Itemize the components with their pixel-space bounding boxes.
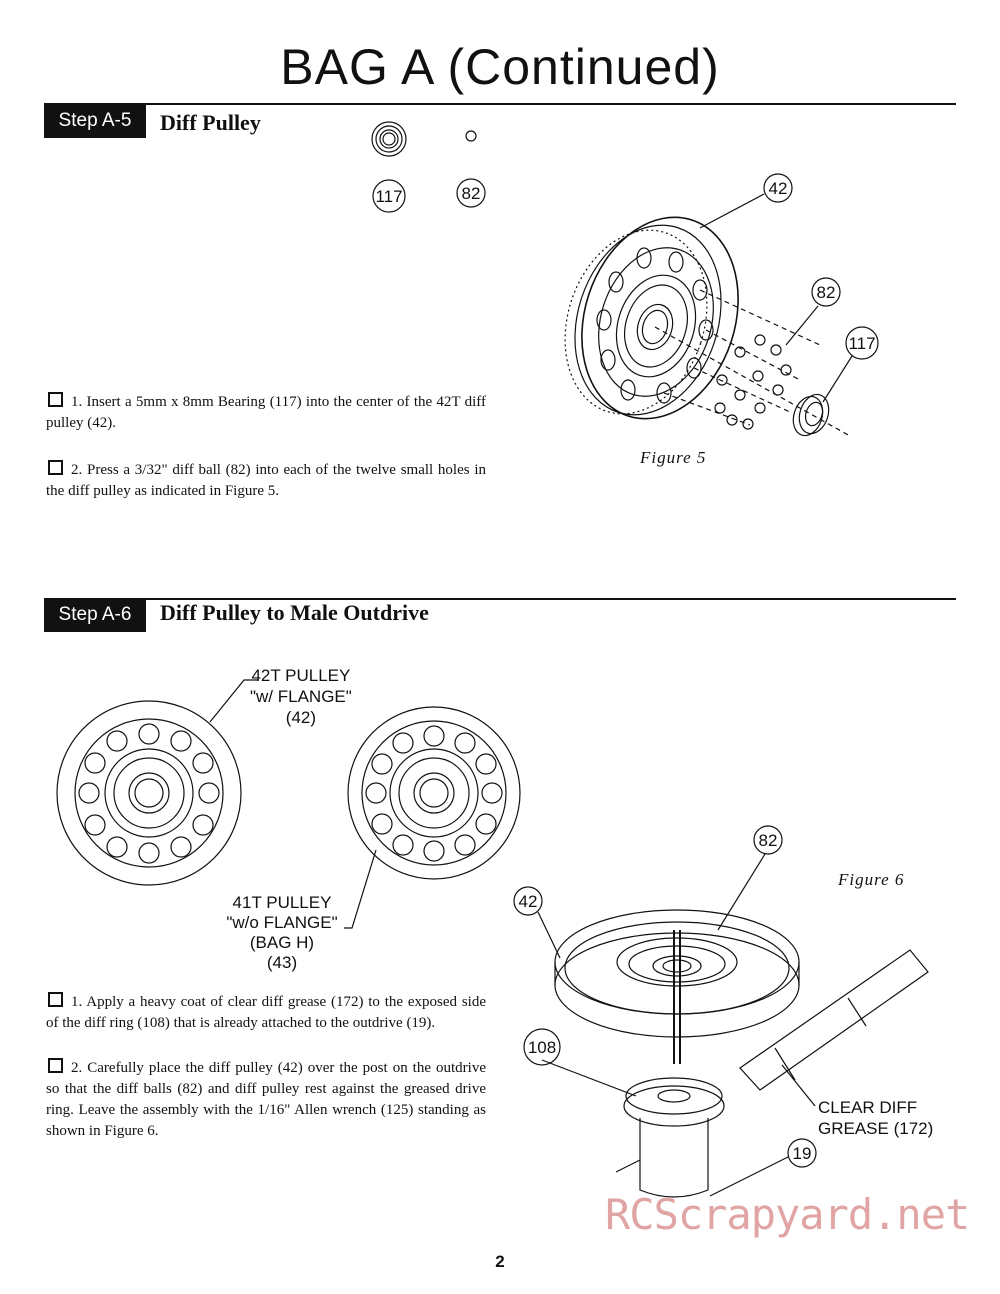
- part-bubble-117: 117: [372, 179, 406, 213]
- diff-ball-82-part-icon: [465, 130, 477, 142]
- svg-text:108: 108: [528, 1038, 556, 1057]
- figure-6-caption: Figure 6: [838, 870, 905, 889]
- checkbox-icon[interactable]: [48, 992, 63, 1007]
- svg-text:42: 42: [769, 179, 788, 198]
- figure-5-callout-42: 42: [763, 173, 793, 203]
- checkbox-icon[interactable]: [48, 460, 63, 475]
- bearing-117-exploded: [792, 393, 830, 437]
- svg-text:19: 19: [793, 1144, 812, 1163]
- page-title: BAG A (Continued): [280, 39, 720, 95]
- svg-text:82: 82: [462, 184, 481, 203]
- figure-6-callout-82: 82: [753, 825, 783, 855]
- step-a5-title: Diff Pulley: [160, 110, 261, 135]
- bearing-117-part-icon: [371, 121, 407, 157]
- step-a5-instruction-1: 1. Insert a 5mm x 8mm Bearing (117) into…: [46, 392, 486, 431]
- svg-text:42: 42: [519, 892, 538, 911]
- pulley-41-front-view: [347, 706, 521, 880]
- grease-label: CLEAR DIFF GREASE (172): [818, 1098, 934, 1138]
- figure-5-callout-82: 82: [811, 277, 841, 307]
- checkbox-icon[interactable]: [48, 1058, 63, 1073]
- section-rule-a5: [44, 103, 956, 105]
- figure-6-callout-19: 19: [787, 1138, 817, 1168]
- figure-6-callout-42: 42: [513, 886, 543, 916]
- svg-text:82: 82: [817, 283, 836, 302]
- part-bubble-82: 82: [456, 178, 486, 208]
- figure-5-callout-117: 117: [845, 326, 879, 360]
- step-a5-instruction-2: 2. Press a 3/32" diff ball (82) into eac…: [46, 460, 486, 499]
- step-a6-badge: Step A-6: [44, 598, 146, 632]
- step-a6-title: Diff Pulley to Male Outdrive: [160, 600, 429, 625]
- step-a6-instruction-2: 2. Carefully place the diff pulley (42) …: [46, 1058, 486, 1139]
- step-a6-instruction-1: 1. Apply a heavy coat of clear diff grea…: [46, 992, 486, 1031]
- step-a5-badge: Step A-5: [44, 104, 146, 138]
- svg-text:82: 82: [759, 831, 778, 850]
- svg-text:117: 117: [848, 334, 875, 353]
- page-number: 2: [495, 1252, 505, 1271]
- checkbox-icon[interactable]: [48, 392, 63, 407]
- pulley-42-label: 42T PULLEY "w/ FLANGE" (42): [250, 666, 352, 727]
- figure-5-diff-pulley: [564, 193, 853, 437]
- pulley-41-label: 41T PULLEY "w/o FLANGE" (BAG H) (43): [226, 893, 338, 972]
- figure-5-caption: Figure 5: [640, 448, 707, 467]
- section-rule-a6: [44, 598, 956, 600]
- figure-6-assembly: [537, 853, 929, 1198]
- bubble-label: 117: [375, 187, 402, 206]
- pulley-42-front-view: [56, 700, 242, 886]
- watermark: RCScrapyard.net: [605, 1190, 970, 1239]
- figure-6-callout-108: 108: [523, 1028, 561, 1066]
